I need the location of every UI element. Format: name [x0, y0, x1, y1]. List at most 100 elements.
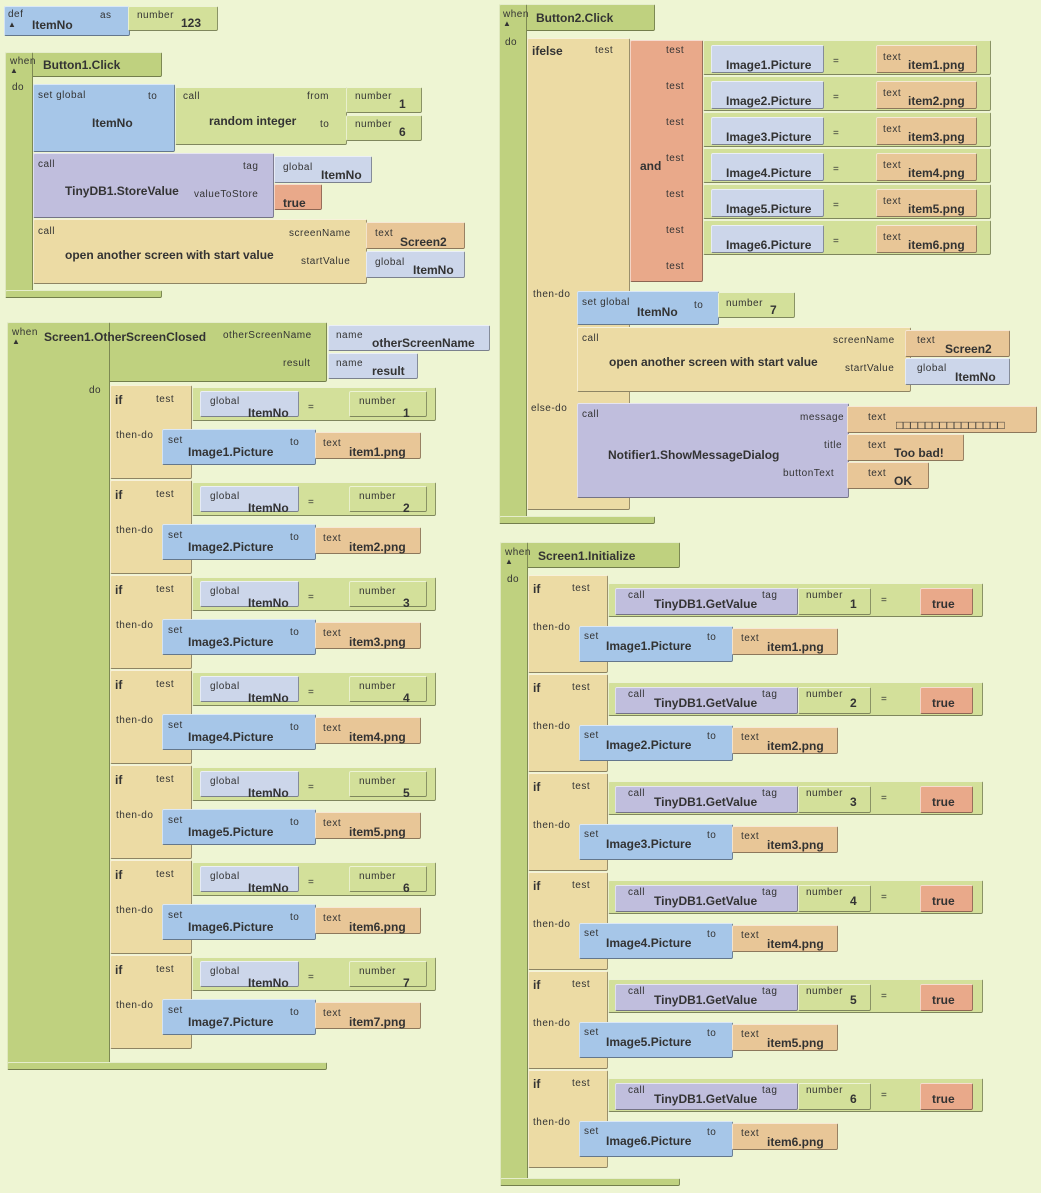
- tinydb-getvalue-block[interactable]: [615, 687, 798, 714]
- text-block[interactable]: [315, 717, 421, 744]
- number-block[interactable]: [798, 885, 871, 912]
- and-block[interactable]: [630, 40, 703, 282]
- number-block[interactable]: [349, 866, 427, 892]
- open-screen-block[interactable]: [577, 327, 911, 392]
- text-block[interactable]: [876, 81, 977, 109]
- tinydb-storevalue-block[interactable]: [33, 153, 274, 218]
- collapse-triangle-icon[interactable]: ▲: [12, 337, 20, 346]
- true-block[interactable]: [920, 885, 973, 912]
- setter-block[interactable]: [579, 1022, 733, 1058]
- setter-block[interactable]: [162, 429, 316, 465]
- notifier-block[interactable]: [577, 403, 849, 498]
- tinydb-getvalue-block[interactable]: [615, 786, 798, 813]
- component-getter-block[interactable]: [711, 117, 824, 145]
- name-block[interactable]: [328, 353, 418, 379]
- number-block[interactable]: [349, 486, 427, 512]
- number-block[interactable]: [349, 391, 427, 417]
- open-screen-block[interactable]: [33, 219, 367, 284]
- true-block[interactable]: [920, 984, 973, 1011]
- text-block[interactable]: [315, 527, 421, 554]
- number-block[interactable]: [349, 676, 427, 702]
- collapse-triangle-icon[interactable]: ▲: [505, 557, 513, 566]
- text-block[interactable]: [366, 222, 465, 249]
- global-getter-block[interactable]: [200, 486, 299, 512]
- set-global-block[interactable]: [577, 291, 719, 325]
- global-getter-block[interactable]: [200, 771, 299, 797]
- text-block[interactable]: [732, 1024, 838, 1051]
- number-block[interactable]: [798, 1083, 871, 1110]
- random-integer-block[interactable]: [175, 87, 347, 145]
- text-block[interactable]: [315, 432, 421, 459]
- number-block[interactable]: [349, 581, 427, 607]
- number-block[interactable]: [346, 115, 422, 141]
- text-block[interactable]: [876, 225, 977, 253]
- text-block[interactable]: [732, 925, 838, 952]
- collapse-triangle-icon[interactable]: ▲: [10, 66, 18, 75]
- collapse-triangle-icon[interactable]: ▲: [503, 19, 511, 28]
- text-block[interactable]: [732, 727, 838, 754]
- global-getter-block[interactable]: [200, 866, 299, 892]
- number-block[interactable]: [346, 87, 422, 113]
- tinydb-getvalue-block[interactable]: [615, 984, 798, 1011]
- def-block[interactable]: [4, 6, 130, 36]
- name-block[interactable]: [328, 325, 490, 351]
- event-screen1-initialize[interactable]: [500, 542, 680, 568]
- text-block[interactable]: [315, 622, 421, 649]
- number-block[interactable]: [128, 6, 218, 31]
- global-getter-block[interactable]: [366, 251, 465, 278]
- setter-block[interactable]: [162, 714, 316, 750]
- true-block[interactable]: [920, 588, 973, 615]
- setter-block[interactable]: [579, 1121, 733, 1157]
- tinydb-getvalue-block[interactable]: [615, 1083, 798, 1110]
- setter-block[interactable]: [579, 824, 733, 860]
- text-block[interactable]: [732, 1123, 838, 1150]
- block-label: otherScreenName: [372, 336, 475, 350]
- block-label: message: [800, 412, 845, 423]
- component-getter-block[interactable]: [711, 189, 824, 217]
- component-getter-block[interactable]: [711, 81, 824, 109]
- global-getter-block[interactable]: [274, 156, 372, 183]
- set-global-block[interactable]: [33, 84, 175, 152]
- setter-block[interactable]: [162, 999, 316, 1035]
- setter-block[interactable]: [162, 619, 316, 655]
- true-block[interactable]: [920, 1083, 973, 1110]
- setter-block[interactable]: [579, 725, 733, 761]
- text-block[interactable]: [315, 812, 421, 839]
- true-block[interactable]: [274, 184, 322, 210]
- text-block[interactable]: [905, 330, 1010, 357]
- tinydb-getvalue-block[interactable]: [615, 588, 798, 615]
- text-block[interactable]: [732, 826, 838, 853]
- text-block[interactable]: [876, 153, 977, 181]
- text-block[interactable]: [847, 462, 929, 489]
- text-block[interactable]: [876, 45, 977, 73]
- global-getter-block[interactable]: [905, 358, 1010, 385]
- setter-block[interactable]: [579, 923, 733, 959]
- text-block[interactable]: [732, 628, 838, 655]
- text-block[interactable]: [876, 117, 977, 145]
- number-block[interactable]: [798, 984, 871, 1011]
- number-block[interactable]: [349, 771, 427, 797]
- global-getter-block[interactable]: [200, 961, 299, 987]
- global-getter-block[interactable]: [200, 676, 299, 702]
- true-block[interactable]: [920, 687, 973, 714]
- component-getter-block[interactable]: [711, 153, 824, 181]
- component-getter-block[interactable]: [711, 45, 824, 73]
- text-block[interactable]: [315, 1002, 421, 1029]
- collapse-triangle-icon[interactable]: ▲: [8, 20, 16, 29]
- global-getter-block[interactable]: [200, 581, 299, 607]
- number-block[interactable]: [798, 588, 871, 615]
- number-block[interactable]: [798, 687, 871, 714]
- number-block[interactable]: [349, 961, 427, 987]
- text-block[interactable]: [847, 434, 964, 461]
- component-getter-block[interactable]: [711, 225, 824, 253]
- global-getter-block[interactable]: [200, 391, 299, 417]
- setter-block[interactable]: [162, 904, 316, 940]
- number-block[interactable]: [718, 292, 795, 318]
- text-block[interactable]: [847, 406, 1037, 433]
- text-block[interactable]: [315, 907, 421, 934]
- setter-block[interactable]: [162, 524, 316, 560]
- true-block[interactable]: [920, 786, 973, 813]
- number-block[interactable]: [798, 786, 871, 813]
- tinydb-getvalue-block[interactable]: [615, 885, 798, 912]
- text-block[interactable]: [876, 189, 977, 217]
